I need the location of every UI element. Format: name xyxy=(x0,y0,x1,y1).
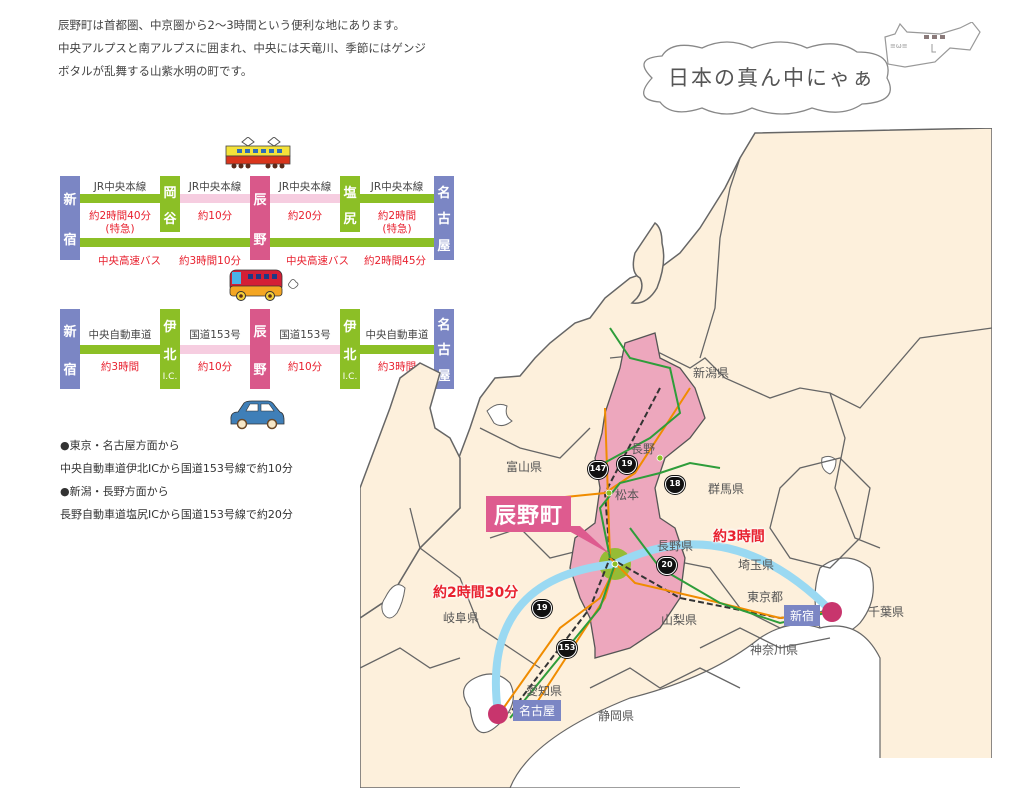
prefecture-label: 群馬県 xyxy=(708,482,745,496)
route-badge: 153 xyxy=(557,640,577,658)
car-icon xyxy=(230,400,285,430)
train-route-diagram: 新宿 岡谷 辰野 塩尻 名古屋 JR中央本線 JR中央本線 JR中央本線 JR中… xyxy=(60,176,454,260)
station-tatsuno: 辰野 xyxy=(250,309,270,389)
segment-line-label: JR中央本線 xyxy=(93,181,147,193)
city-label: 長野 xyxy=(631,442,656,456)
segment-line-label: JR中央本線 xyxy=(370,181,424,193)
segment-time: 約10分 xyxy=(197,210,233,222)
prefecture-label: 新潟県 xyxy=(693,366,730,380)
tatsuno-town-label: 辰野町 xyxy=(486,496,572,532)
town-pointer xyxy=(560,526,610,554)
intro-line: 辰野町は首都圏、中京圏から2〜3時間という便利な地にあります。 xyxy=(58,18,405,32)
shinjuku-travel-time: 約3時間 xyxy=(713,529,765,545)
intro-text: 辰野町は首都圏、中京圏から2〜3時間という便利な地にあります。 中央アルプスと南… xyxy=(58,14,426,83)
bus-line-label: 中央高速バス xyxy=(286,255,349,267)
prefecture-label: 愛知県 xyxy=(526,684,563,698)
cloud-bubble xyxy=(643,41,891,115)
segment-note: (特急) xyxy=(382,223,412,235)
segment-time: 約3時間 xyxy=(377,361,417,373)
station-shinjuku: 新宿 xyxy=(60,309,80,389)
segment-time: 約3時間 xyxy=(100,361,140,373)
segment-line-label: JR中央本線 xyxy=(188,181,242,193)
segment-note: (特急) xyxy=(105,223,135,235)
bubble-text: 日本の真ん中にゃぁ xyxy=(668,66,875,90)
access-detail: 中央自動車道伊北ICから国道153号線で約10分 xyxy=(60,462,293,475)
segment-road-label: 国道153号 xyxy=(189,329,241,341)
bus-time: 約3時間10分 xyxy=(178,255,242,267)
station-nagoya: 名古屋 xyxy=(434,309,454,389)
route-badge: 19 xyxy=(532,600,552,618)
segment-line-label: JR中央本線 xyxy=(278,181,332,193)
shinjuku-tag: 新宿 xyxy=(784,605,821,626)
prefecture-label: 静岡県 xyxy=(598,709,635,723)
segment-time: 約10分 xyxy=(287,361,323,373)
intro-line: 中央アルプスと南アルプスに囲まれ、中央には天竜川、季節にはゲンジ xyxy=(58,41,426,55)
bus-time: 約2時間45分 xyxy=(363,255,427,267)
station-shiojiri: 塩尻 xyxy=(340,176,360,232)
station-shinjuku: 新宿 xyxy=(60,176,80,260)
bus-line-label: 中央高速バス xyxy=(98,255,161,267)
route-badge: 18 xyxy=(665,476,685,494)
prefecture-label: 東京都 xyxy=(747,590,784,604)
intro-line: ボタルが乱舞する山紫水明の町です。 xyxy=(58,64,253,78)
bus-icon xyxy=(229,269,299,301)
access-heading: ●東京・名古屋方面から xyxy=(60,439,180,452)
station-nagoya: 名古屋 xyxy=(434,176,454,260)
station-okaya: 岡谷 xyxy=(160,176,180,232)
japan-map xyxy=(360,128,992,788)
segment-time: 約2時間40分 xyxy=(88,210,152,222)
cat-icon: ≡ω≡ xyxy=(884,22,981,68)
prefecture-label: 神奈川県 xyxy=(750,643,799,657)
train-icon xyxy=(225,137,291,169)
segment-time: 約2時間 xyxy=(377,210,417,222)
route-badge: 19 xyxy=(617,456,637,474)
nagoya-travel-time: 約2時間30分 xyxy=(433,585,519,601)
route-badge: 147 xyxy=(588,461,608,479)
segment-road-label: 中央自動車道 xyxy=(88,329,152,341)
segment-road-label: 国道153号 xyxy=(279,329,331,341)
prefecture-label: 埼玉県 xyxy=(738,558,775,572)
prefecture-label: 山梨県 xyxy=(661,613,698,627)
segment-road-label: 中央自動車道 xyxy=(365,329,429,341)
svg-text:≡ω≡: ≡ω≡ xyxy=(890,42,908,50)
prefecture-label: 富山県 xyxy=(506,460,543,474)
city-label: 松本 xyxy=(615,488,640,502)
prefecture-label: 岐阜県 xyxy=(443,611,480,625)
prefecture-label: 千葉県 xyxy=(868,605,905,619)
access-heading: ●新潟・長野方面から xyxy=(60,485,169,498)
segment-time: 約10分 xyxy=(197,361,233,373)
access-directions: ●東京・名古屋方面から 中央自動車道伊北ICから国道153号線で約10分 ●新潟… xyxy=(60,434,293,526)
station-tatsuno: 辰野 xyxy=(250,176,270,260)
nagoya-tag: 名古屋 xyxy=(513,700,562,721)
route-badge: 20 xyxy=(657,557,677,575)
segment-time: 約20分 xyxy=(287,210,323,222)
prefecture-label: 長野県 xyxy=(657,539,694,553)
access-detail: 長野自動車道塩尻ICから国道153号線で約20分 xyxy=(60,508,293,521)
